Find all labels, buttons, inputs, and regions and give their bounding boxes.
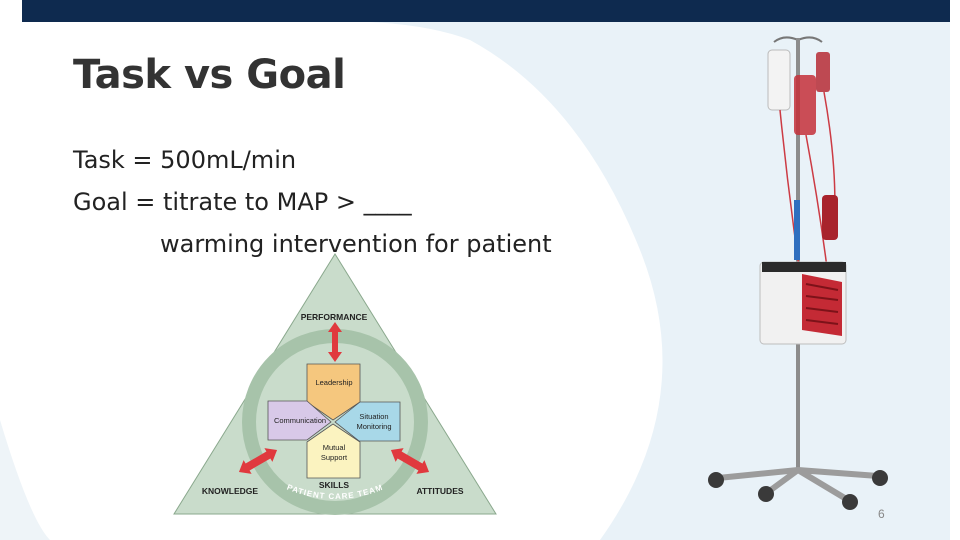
top-banner <box>22 0 950 22</box>
arrow-knowledge <box>238 448 278 474</box>
page-number: 6 <box>878 507 885 521</box>
situation-box <box>334 401 401 442</box>
communication-label: Communication <box>274 416 326 425</box>
mutual-label-2: Support <box>321 453 348 462</box>
situation-label-1: Situation <box>359 412 388 421</box>
skills-label: SKILLS <box>319 480 350 490</box>
bullet-goal: Goal = titrate to MAP > ____ <box>73 188 412 216</box>
performance-label: PERFORMANCE <box>301 312 368 322</box>
situation-label-2: Monitoring <box>356 422 391 431</box>
communication-box <box>267 400 332 441</box>
attitudes-label: ATTITUDES <box>416 486 463 496</box>
mutual-support-box <box>306 423 361 479</box>
mutual-label-1: Mutual <box>323 443 346 452</box>
arrow-attitudes <box>390 448 430 474</box>
patient-care-team-diagram: PERFORMANCE Leadership Communication Sit… <box>173 253 497 515</box>
slide-title: Task vs Goal <box>73 52 346 98</box>
bullet-task: Task = 500mL/min <box>73 146 297 174</box>
iv-pole-rapid-infuser-image <box>708 36 888 510</box>
leadership-box <box>306 363 361 421</box>
leadership-label: Leadership <box>315 378 352 387</box>
bullet-warming: warming intervention for patient <box>160 230 552 258</box>
arrow-performance <box>328 322 342 362</box>
knowledge-label: KNOWLEDGE <box>202 486 259 496</box>
